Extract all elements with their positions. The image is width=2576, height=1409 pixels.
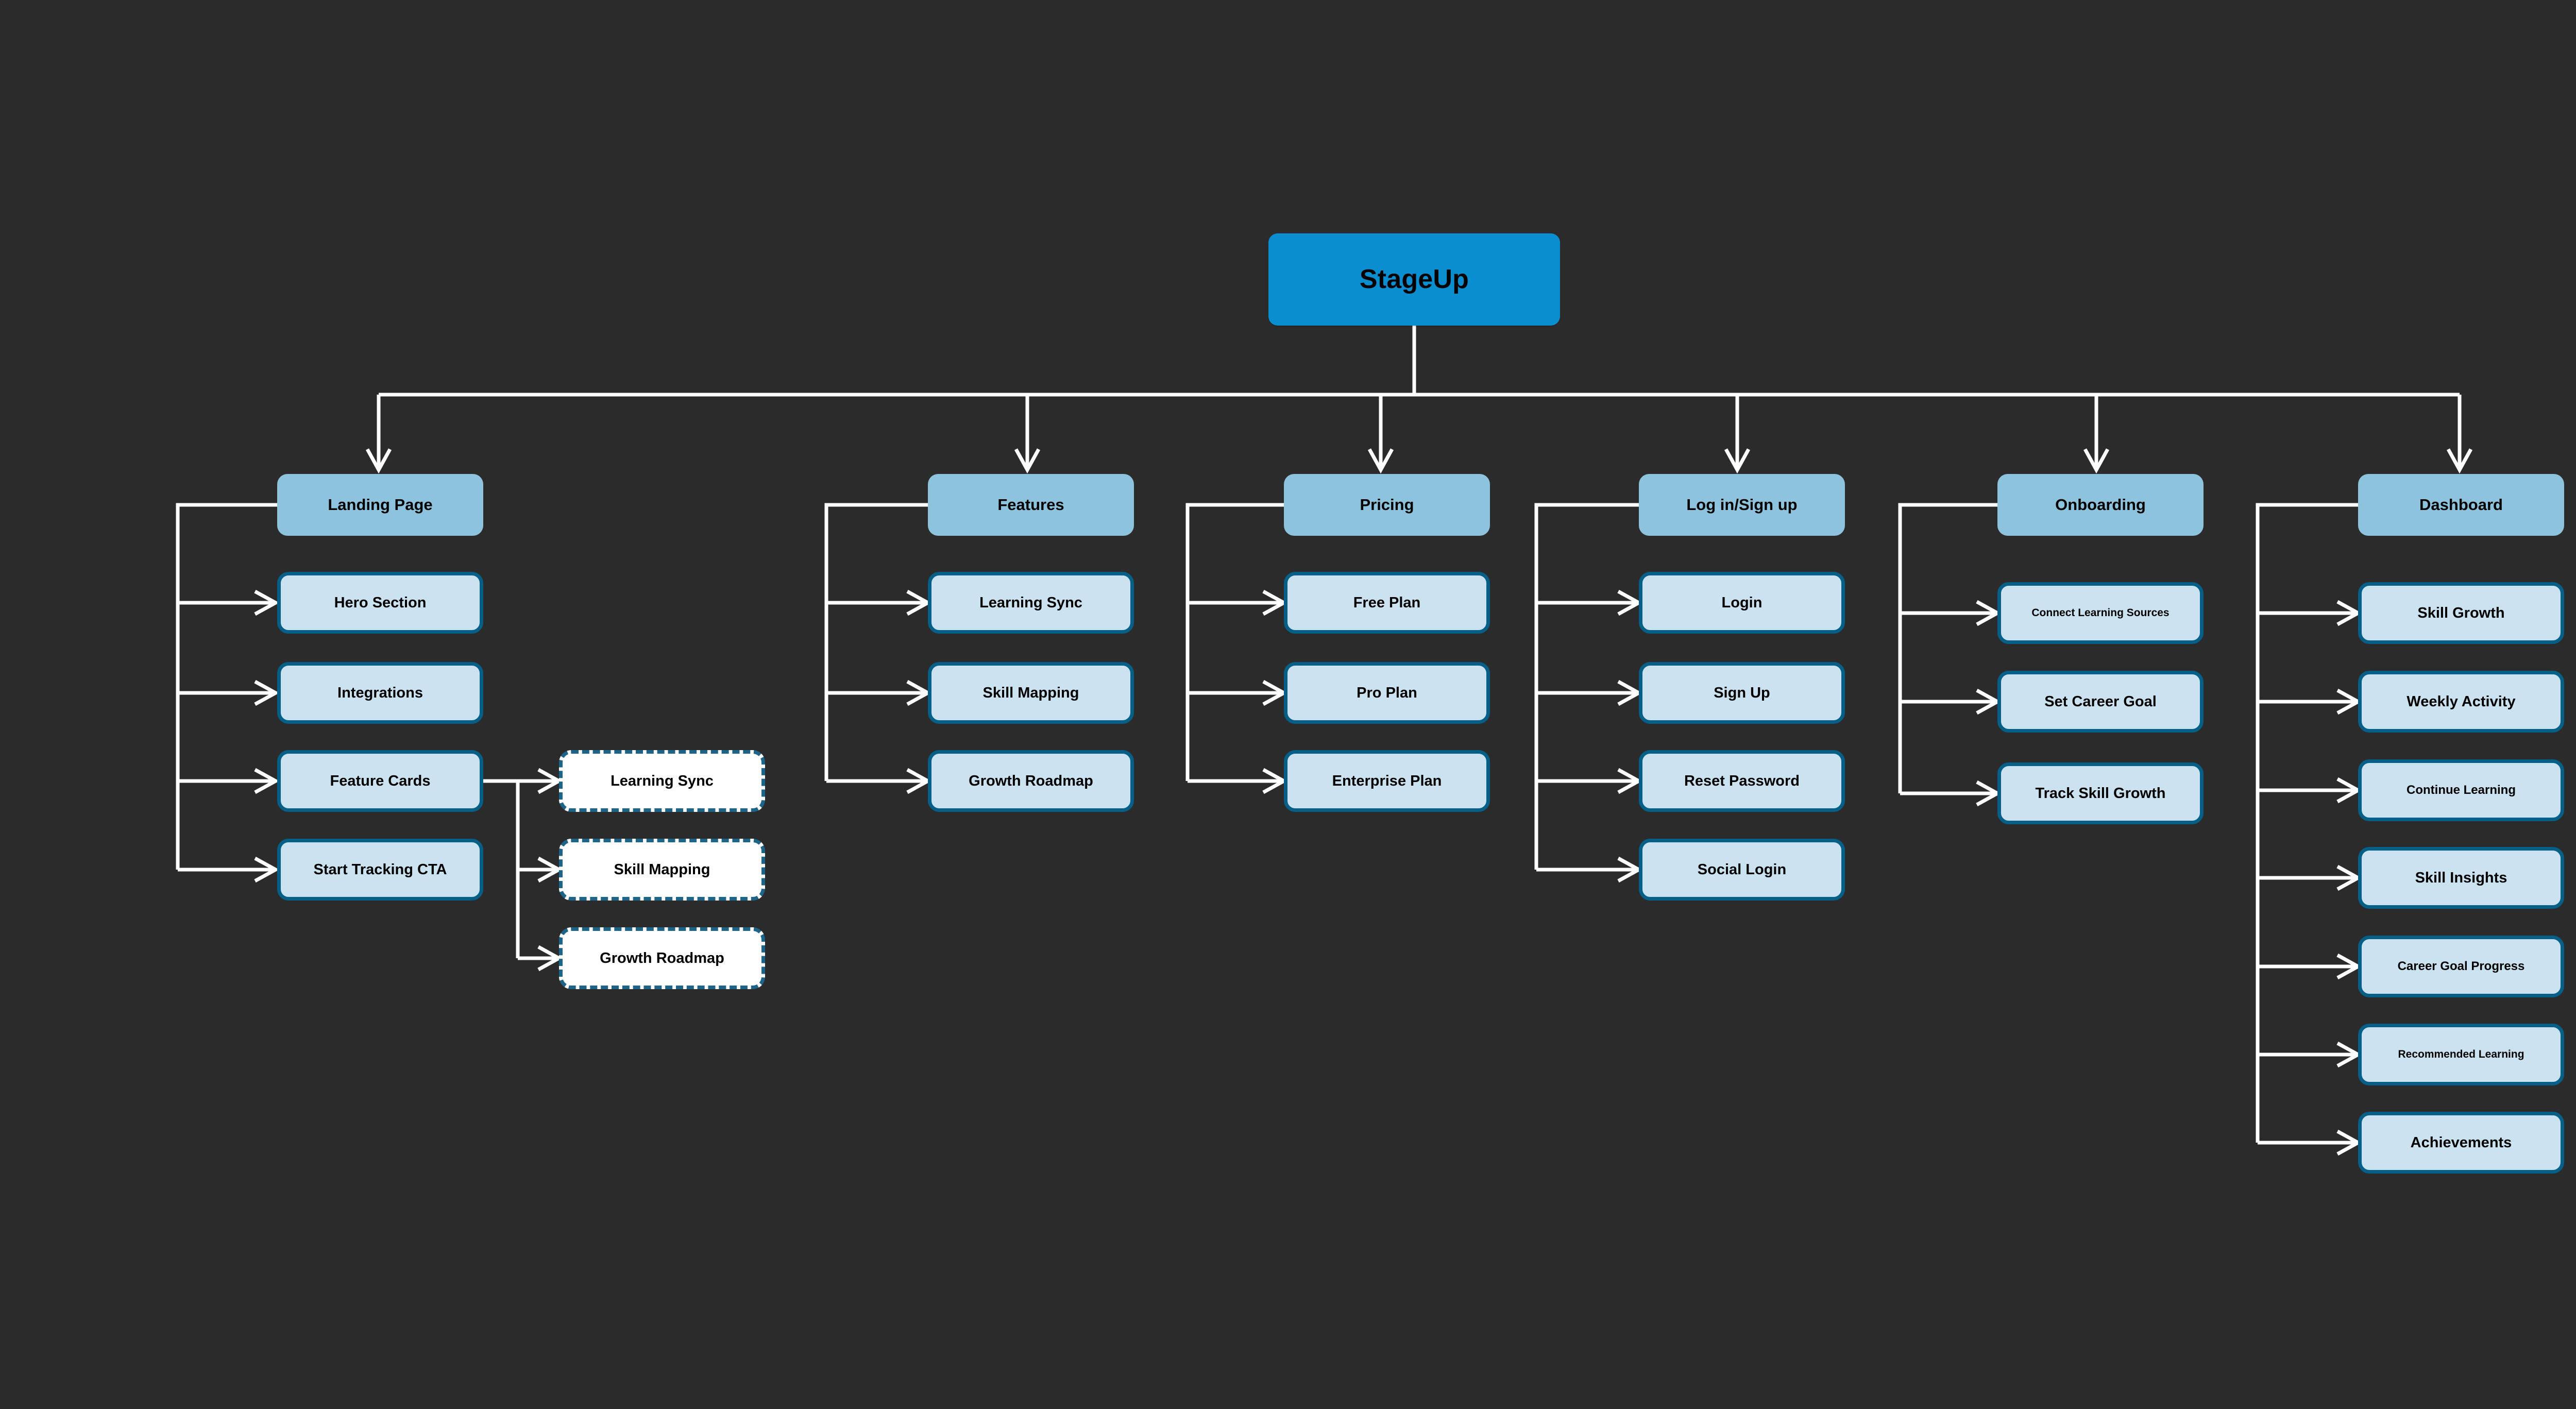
node-login[interactable]: Login [1639, 572, 1845, 634]
node-label: Feature Cards [330, 772, 431, 789]
node-label: Start Tracking CTA [313, 861, 447, 878]
node-label: Reset Password [1684, 772, 1800, 789]
node-landing-page[interactable]: Landing Page [277, 474, 483, 536]
node-label: Skill Mapping [982, 684, 1079, 701]
node-label: Career Goal Progress [2397, 959, 2525, 973]
node-label: Recommended Learning [2398, 1048, 2524, 1061]
node-label: Learning Sync [979, 594, 1082, 611]
node-social-login[interactable]: Social Login [1639, 839, 1845, 901]
node-recommended-learning[interactable]: Recommended Learning [2358, 1024, 2564, 1085]
node-set-career-goal[interactable]: Set Career Goal [1997, 671, 2204, 733]
bus-onboarding [1898, 503, 1999, 793]
node-label: Connect Learning Sources [2031, 607, 2170, 619]
node-pro-plan[interactable]: Pro Plan [1284, 662, 1490, 724]
node-label: Continue Learning [2406, 783, 2516, 797]
node-reset-password[interactable]: Reset Password [1639, 750, 1845, 812]
node-fc-learning-sync[interactable]: Learning Sync [559, 750, 765, 812]
node-sign-up[interactable]: Sign Up [1639, 662, 1845, 724]
node-label: Skill Mapping [614, 861, 710, 878]
node-label: Pricing [1360, 495, 1414, 514]
node-enterprise-plan[interactable]: Enterprise Plan [1284, 750, 1490, 812]
node-label: Set Career Goal [2044, 693, 2157, 710]
node-continue-learning[interactable]: Continue Learning [2358, 759, 2564, 821]
node-label: Achievements [2410, 1134, 2512, 1151]
bus-login-signup [1534, 503, 1640, 870]
bus-dashboard [2256, 503, 2360, 1143]
node-connect-learning-sources[interactable]: Connect Learning Sources [1997, 582, 2204, 644]
node-onboarding[interactable]: Onboarding [1997, 474, 2204, 536]
arrow-dashboard [2446, 448, 2473, 474]
bus-feature-cards [483, 779, 520, 958]
node-root-stageup[interactable]: StageUp [1268, 233, 1560, 326]
node-career-goal-progress[interactable]: Career Goal Progress [2358, 936, 2564, 997]
node-fc-skill-mapping[interactable]: Skill Mapping [559, 839, 765, 901]
arrow-pricing [1367, 448, 1394, 474]
bus-pricing [1185, 503, 1285, 781]
arrow-onboarding [2083, 448, 2110, 474]
node-label: Skill Growth [2417, 604, 2505, 621]
node-features-growth-roadmap[interactable]: Growth Roadmap [928, 750, 1134, 812]
node-label: Growth Roadmap [969, 772, 1093, 789]
node-label: Hero Section [334, 594, 427, 611]
node-label: Weekly Activity [2406, 693, 2516, 710]
bus-landing-page [176, 503, 277, 870]
node-label: Features [997, 495, 1064, 514]
node-label: Pro Plan [1357, 684, 1417, 701]
node-features[interactable]: Features [928, 474, 1134, 536]
node-label: Landing Page [328, 495, 433, 514]
node-start-tracking-cta[interactable]: Start Tracking CTA [277, 839, 483, 901]
node-label: Onboarding [2055, 495, 2146, 514]
node-hero-section[interactable]: Hero Section [277, 572, 483, 634]
node-feature-cards[interactable]: Feature Cards [277, 750, 483, 812]
node-fc-growth-roadmap[interactable]: Growth Roadmap [559, 927, 765, 989]
node-track-skill-growth[interactable]: Track Skill Growth [1997, 762, 2204, 824]
arrow-landing-page [365, 448, 392, 474]
node-label: StageUp [1359, 264, 1469, 295]
node-skill-insights[interactable]: Skill Insights [2358, 847, 2564, 909]
node-free-plan[interactable]: Free Plan [1284, 572, 1490, 634]
bus-features [824, 503, 935, 781]
node-label: Log in/Sign up [1686, 495, 1798, 514]
node-skill-growth[interactable]: Skill Growth [2358, 582, 2564, 644]
arrow-features [1014, 448, 1041, 474]
node-features-learning-sync[interactable]: Learning Sync [928, 572, 1134, 634]
node-label: Social Login [1697, 861, 1787, 878]
node-login-signup[interactable]: Log in/Sign up [1639, 474, 1845, 536]
arrow-login-signup [1724, 448, 1751, 474]
node-label: Growth Roadmap [600, 949, 724, 966]
node-label: Login [1721, 594, 1762, 611]
node-pricing[interactable]: Pricing [1284, 474, 1490, 536]
node-features-skill-mapping[interactable]: Skill Mapping [928, 662, 1134, 724]
node-label: Enterprise Plan [1332, 772, 1442, 789]
node-label: Sign Up [1714, 684, 1770, 701]
node-label: Skill Insights [2415, 869, 2507, 886]
node-weekly-activity[interactable]: Weekly Activity [2358, 671, 2564, 733]
node-achievements[interactable]: Achievements [2358, 1112, 2564, 1174]
node-dashboard[interactable]: Dashboard [2358, 474, 2564, 536]
node-label: Learning Sync [611, 772, 714, 789]
node-label: Track Skill Growth [2035, 785, 2166, 802]
node-label: Integrations [337, 684, 423, 701]
node-integrations[interactable]: Integrations [277, 662, 483, 724]
node-label: Free Plan [1353, 594, 1421, 611]
node-label: Dashboard [2419, 495, 2503, 514]
